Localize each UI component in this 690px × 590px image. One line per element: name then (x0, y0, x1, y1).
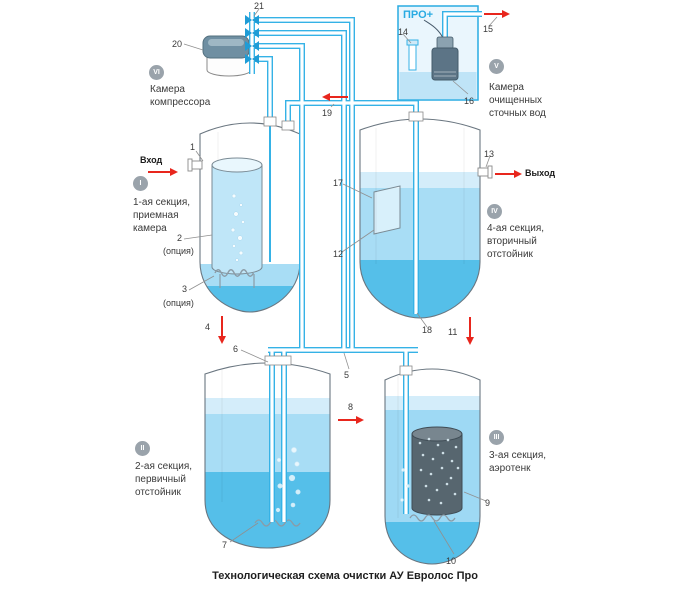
clean-water-label: Камера очищенных сточных вод (489, 82, 546, 119)
part-label-20: 20 (172, 39, 183, 49)
inlet-label: Вход (140, 155, 163, 165)
flow-arrows (148, 10, 522, 424)
flow-down-arrow-s1-s2 (218, 336, 226, 344)
section4-badge: IV (487, 204, 502, 219)
valve-manifold-icon (245, 15, 259, 64)
part-label-11: 11 (448, 327, 458, 337)
option-label-3: (опция) (163, 298, 194, 308)
clean-water-badge: V (489, 59, 504, 74)
part-label-19: 19 (322, 108, 333, 118)
settler-plate (373, 185, 401, 235)
part-label-6: 6 (233, 344, 239, 354)
part-label-14: 14 (398, 27, 409, 37)
part-label-7: 7 (222, 540, 228, 550)
part-label-10: 10 (446, 556, 457, 566)
recirculation-arrow (322, 93, 330, 101)
part-label-18: 18 (422, 325, 433, 335)
section4-label: 4-ая секция, вторичный отстойник (487, 223, 545, 260)
part-label-15: 15 (483, 24, 494, 34)
pipe-collars (263, 111, 424, 376)
pipes (249, 11, 482, 522)
biofilter-cylinder (411, 426, 463, 516)
aerator-coil-section3 (409, 514, 456, 522)
leader-lines (183, 8, 498, 555)
flow-right-arrow-s2-s3 (356, 416, 364, 424)
section1-badge: I (133, 176, 148, 191)
outlet-stub (477, 165, 493, 179)
pump-icon (423, 19, 459, 81)
part-label-16: 16 (464, 96, 475, 106)
tank-section4 (359, 118, 481, 319)
section2-label: 2-ая секция, первичный отстойник (135, 461, 193, 498)
inlet-stub (187, 158, 203, 172)
section3-label: 3-ая секция, аэротенк (489, 450, 547, 474)
diagram-caption: Технологическая схема очистки АУ Евролос… (212, 570, 478, 582)
part-label-1: 1 (190, 142, 196, 152)
pro-outlet-arrow (502, 10, 510, 18)
part-label-13: 13 (484, 149, 495, 159)
airlift-bubbles (275, 447, 410, 513)
tank-section2 (204, 362, 331, 549)
part-label-21: 21 (254, 1, 265, 11)
section3-badge: III (489, 430, 504, 445)
section1-label: 1-ая секция, приемная камера (133, 197, 191, 234)
part-label-8: 8 (348, 402, 354, 412)
inlet-arrow (170, 168, 178, 176)
pro-plus-title: ПРО+ (403, 9, 434, 21)
outlet-arrow (514, 170, 522, 178)
compressor-badge: VI (149, 65, 164, 80)
option-label-2: (опция) (163, 246, 194, 256)
part-label-12: 12 (333, 249, 344, 259)
part-label-3: 3 (182, 284, 188, 294)
aerator-coil (214, 269, 255, 277)
part-label-9: 9 (485, 498, 491, 508)
outlet-label: Выход (525, 168, 556, 178)
airlift-fitting-icon (406, 39, 419, 71)
compressor-unit (202, 35, 252, 77)
part-label-17: 17 (333, 178, 344, 188)
airlift-intake-section2 (254, 519, 301, 527)
part-label-2: 2 (177, 233, 183, 243)
flow-down-arrow-s4 (466, 337, 474, 345)
part-label-4: 4 (205, 322, 211, 332)
receiving-cylinder (211, 157, 263, 288)
part-label-5: 5 (344, 370, 350, 380)
section2-badge: II (135, 441, 150, 456)
compressor-label: Камера компрессора (150, 84, 211, 108)
